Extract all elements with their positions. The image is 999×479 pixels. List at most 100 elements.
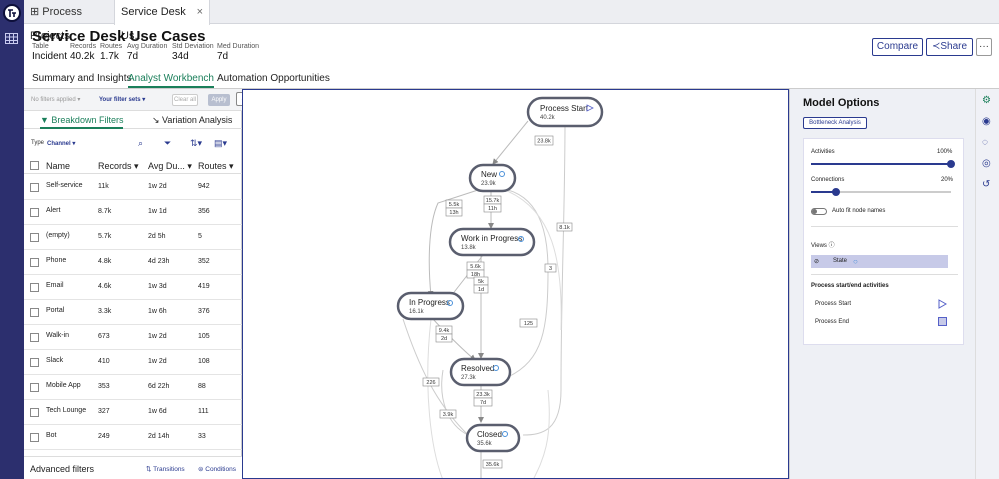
node-in-progress[interactable]: In Progress 16.1k <box>396 291 465 321</box>
compare-button[interactable]: Compare <box>872 38 923 56</box>
edge-label: 1d <box>473 284 489 294</box>
row-checkbox[interactable] <box>30 308 39 317</box>
row-checkbox[interactable] <box>30 258 39 267</box>
row-checkbox[interactable] <box>30 358 39 367</box>
bottleneck-analysis-button[interactable]: Bottleneck Analysis <box>803 117 867 129</box>
row-routes: 105 <box>198 333 210 340</box>
row-checkbox[interactable] <box>30 408 39 417</box>
more-menu-button[interactable]: ··· <box>976 38 992 56</box>
auto-fit-toggle[interactable] <box>811 208 827 215</box>
table-grid-icon[interactable] <box>5 33 18 47</box>
row-checkbox[interactable] <box>30 183 39 192</box>
process-map: 23.8k 5.5k 13h 15.7k 11h 8.1k 5.6k 18h 5… <box>396 96 604 479</box>
row-name: Tech Lounge <box>46 407 87 414</box>
transitions-link[interactable]: ⇅ Transitions <box>146 466 185 473</box>
row-name: (empty) <box>46 232 70 239</box>
edge-inprogress-resolved[interactable] <box>432 318 476 361</box>
node-new[interactable]: New 23.9k <box>468 163 517 193</box>
app-logo[interactable] <box>3 4 21 22</box>
edge-start-new[interactable] <box>492 120 529 165</box>
view-state-item[interactable]: ⊘ State ○ <box>811 255 948 268</box>
row-checkbox[interactable] <box>30 333 39 342</box>
columns-icon[interactable]: ▤▾ <box>214 138 228 148</box>
tab-analyst-workbench[interactable]: Analyst Workbench <box>128 73 214 88</box>
activities-slider-handle[interactable] <box>947 160 955 168</box>
svg-text:125: 125 <box>524 321 533 327</box>
close-tab-icon[interactable]: × <box>196 6 203 18</box>
edge-inprogress-end[interactable] <box>427 318 443 479</box>
col-records[interactable]: Records ▾ <box>98 161 139 171</box>
node-closed[interactable]: Closed 35.6k <box>465 423 521 453</box>
edge-inprogress-closed[interactable] <box>402 318 469 436</box>
connections-slider-handle[interactable] <box>832 188 840 196</box>
row-routes: 88 <box>198 383 206 390</box>
select-all-checkbox[interactable] <box>30 161 39 170</box>
edge-label: 3 <box>544 263 557 273</box>
col-name[interactable]: Name <box>46 161 71 171</box>
history-icon[interactable]: ↺ <box>982 179 991 190</box>
edge-new-inprogress[interactable] <box>427 189 479 297</box>
filter-sets-dropdown[interactable]: Your filter sets ▾ <box>99 97 146 103</box>
edge-start-closed[interactable] <box>522 120 566 436</box>
model-options-title: Model Options <box>803 97 880 109</box>
process-start-play-icon[interactable] <box>938 299 947 309</box>
tab-variation-analysis[interactable]: ↘ Variation Analysis <box>152 115 233 125</box>
comment-icon[interactable]: ◌ <box>982 137 988 148</box>
row-name: Bot <box>46 432 57 439</box>
apply-button[interactable]: Apply <box>208 94 230 106</box>
svg-text:5.6k: 5.6k <box>470 264 481 270</box>
row-name: Alert <box>46 207 61 214</box>
type-dropdown[interactable]: Channel ▾ <box>47 141 76 147</box>
search-icon[interactable]: ⌕ <box>138 138 144 148</box>
edge-new-resolved[interactable] <box>507 189 549 378</box>
node-resolved[interactable]: Resolved 27.3k <box>449 357 512 387</box>
insights-icon[interactable]: ◉ <box>982 116 991 127</box>
tab-process-projects[interactable]: ⊞ Process Projects <box>30 6 83 42</box>
col-routes[interactable]: Routes ▾ <box>198 161 234 171</box>
sort-icon[interactable]: ⇅▾ <box>190 138 203 148</box>
edge-new-closed[interactable] <box>504 189 562 331</box>
svg-text:New: New <box>481 170 497 179</box>
clear-all-button[interactable]: Clear all <box>172 94 198 106</box>
advanced-filters-link[interactable]: Advanced filters <box>30 464 95 474</box>
node-process-start[interactable]: Process Start 40.2k <box>526 96 604 128</box>
process-end-square-icon[interactable] <box>938 317 947 326</box>
tab-service-desk[interactable]: Service Desk Us...× <box>114 0 210 42</box>
svg-text:40.2k: 40.2k <box>540 115 556 121</box>
process-map-canvas[interactable]: 23.8k 5.5k 13h 15.7k 11h 8.1k 5.6k 18h 5… <box>242 89 789 479</box>
conditions-link[interactable]: ⊜ Conditions <box>198 466 236 473</box>
col-avg-duration[interactable]: Avg Du... ▾ <box>148 161 192 171</box>
edge-resolved-end[interactable] <box>533 389 550 479</box>
connections-slider[interactable] <box>811 191 951 193</box>
row-checkbox[interactable] <box>30 383 39 392</box>
tab-breakdown-filters[interactable]: ▼ Breakdown Filters <box>40 115 124 129</box>
ai-icon[interactable]: ◎ <box>982 158 991 169</box>
tab-automation-opportunities[interactable]: Automation Opportunities <box>217 73 330 84</box>
svg-text:35.6k: 35.6k <box>477 441 493 447</box>
funnel-icon[interactable]: ⏷ <box>164 138 172 148</box>
row-checkbox[interactable] <box>30 208 39 217</box>
model-options-icon[interactable]: ⚙ <box>982 95 991 106</box>
row-checkbox[interactable] <box>30 233 39 242</box>
activities-slider[interactable] <box>811 163 951 165</box>
row-checkbox[interactable] <box>30 433 39 442</box>
row-routes: 419 <box>198 283 210 290</box>
node-work-in-progress[interactable]: Work in Progress 13.8k <box>448 227 536 257</box>
share-button[interactable]: ≺Share <box>926 38 973 56</box>
no-filters-dropdown[interactable]: No filters applied ▾ <box>31 97 81 103</box>
tab-summary-insights[interactable]: Summary and Insights <box>32 73 132 84</box>
row-checkbox[interactable] <box>30 283 39 292</box>
row-avg-duration: 1w 2d <box>148 358 167 365</box>
connections-slider-fill <box>811 191 836 193</box>
